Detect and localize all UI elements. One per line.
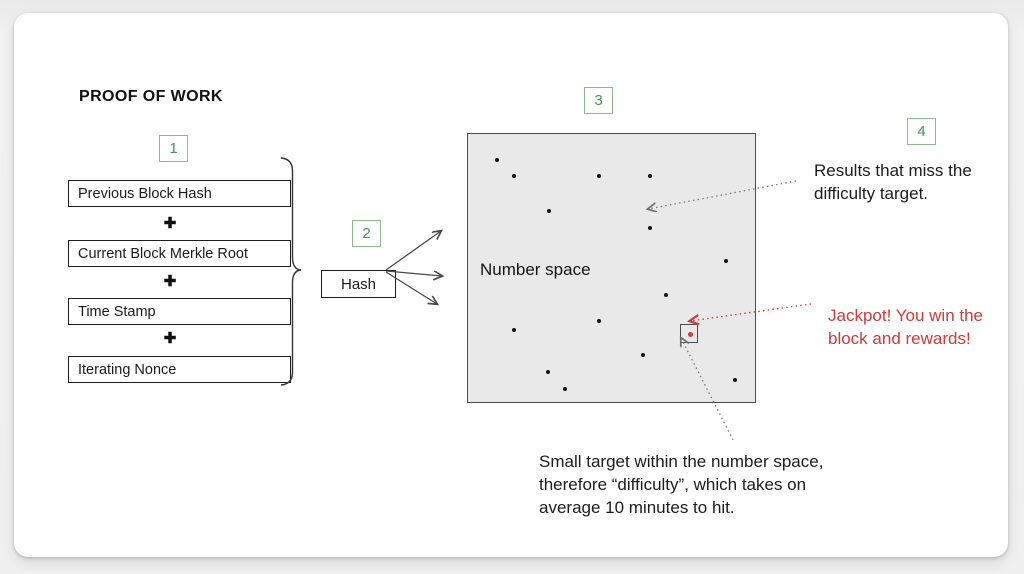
step-badge-1: 1 <box>159 135 188 162</box>
diagram-card: PROOF OF WORK 1 2 3 4 Previous Block Has… <box>14 13 1008 557</box>
annotation-line: difficulty target. <box>814 184 929 203</box>
result-dot <box>597 319 601 323</box>
result-dot <box>648 226 652 230</box>
block-merkle-root: Current Block Merkle Root <box>68 240 291 267</box>
plus-icon: ✚ <box>163 273 177 290</box>
block-time-stamp: Time Stamp <box>68 298 291 325</box>
annotation-line: therefore “difficulty”, which takes on <box>539 475 807 494</box>
result-dot <box>733 378 737 382</box>
block-previous-hash: Previous Block Hash <box>68 180 291 207</box>
annotation-line: Jackpot! You win the <box>828 306 984 325</box>
number-space: Number space <box>467 133 756 403</box>
jackpot-dot <box>687 331 693 337</box>
annotation-line: block and rewards! <box>828 329 971 348</box>
step-badge-2: 2 <box>352 220 381 247</box>
number-space-label: Number space <box>480 260 591 279</box>
result-dot <box>495 158 499 162</box>
result-dot <box>724 259 728 263</box>
block-label: Previous Block Hash <box>78 185 212 202</box>
block-label: Iterating Nonce <box>78 361 177 378</box>
block-label: Time Stamp <box>78 303 156 320</box>
result-dot <box>641 353 645 357</box>
result-dot <box>597 174 601 178</box>
step-badge-3: 3 <box>584 87 613 114</box>
plus-icon: ✚ <box>163 330 177 347</box>
step-number: 2 <box>362 225 371 242</box>
step-number: 1 <box>169 140 178 157</box>
annotation-miss-target: Results that miss the difficulty target. <box>814 159 972 205</box>
result-dot <box>546 370 550 374</box>
annotation-difficulty: Small target within the number space, th… <box>539 450 823 519</box>
result-dot <box>563 387 567 391</box>
hash-box: Hash <box>321 270 396 298</box>
step-number: 3 <box>594 92 603 109</box>
step-badge-4: 4 <box>907 118 936 145</box>
block-label: Current Block Merkle Root <box>78 245 249 262</box>
plus-icon: ✚ <box>163 215 177 232</box>
result-dot <box>547 209 551 213</box>
block-iterating-nonce: Iterating Nonce <box>68 356 291 383</box>
annotation-jackpot: Jackpot! You win the block and rewards! <box>828 304 983 350</box>
annotation-line: Small target within the number space, <box>539 452 824 471</box>
annotation-line: average 10 minutes to hit. <box>539 498 735 517</box>
result-dot <box>648 174 652 178</box>
result-dot <box>512 174 516 178</box>
step-number: 4 <box>917 123 926 140</box>
annotation-line: Results that miss the <box>814 161 972 180</box>
result-dot <box>512 328 516 332</box>
hash-label: Hash <box>340 275 377 293</box>
page-title: PROOF OF WORK <box>79 88 223 105</box>
result-dot <box>664 293 668 297</box>
